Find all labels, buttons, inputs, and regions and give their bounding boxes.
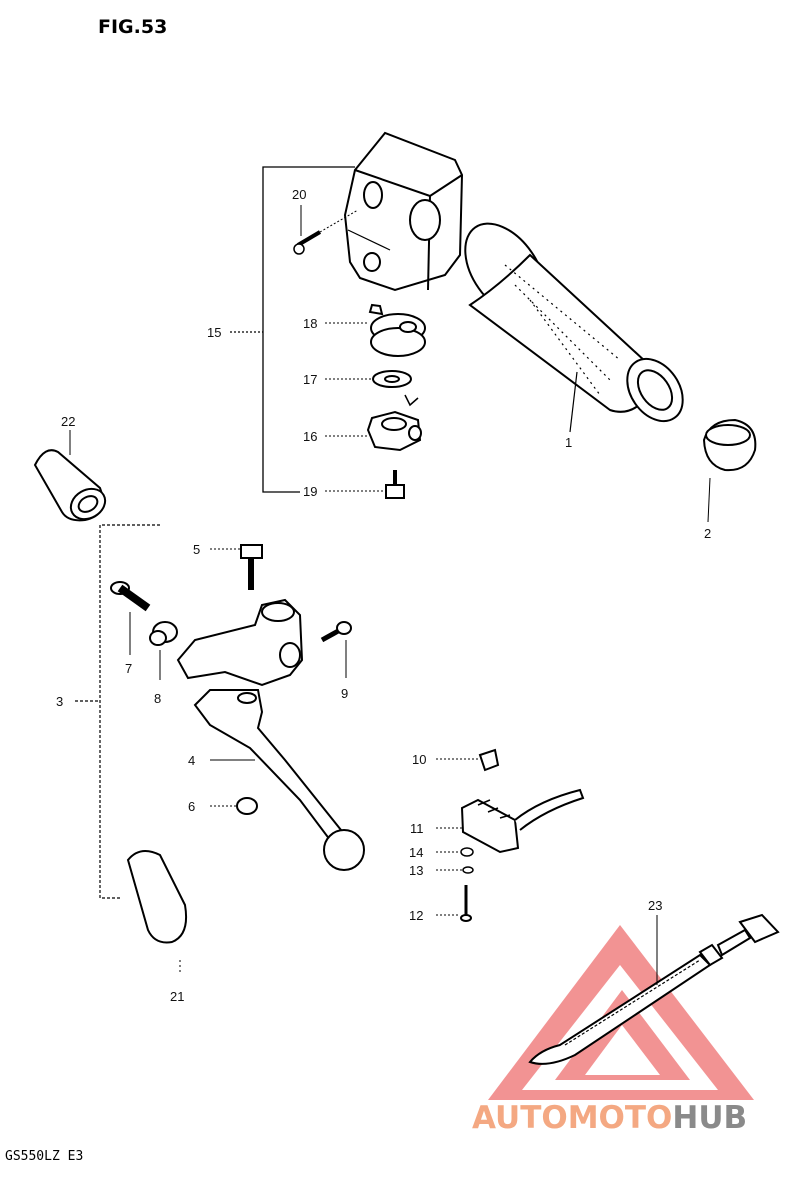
throttle-housing-bracket [230,166,355,493]
part-14-washer [460,847,474,857]
throttle-housing [343,131,464,292]
callout-13: 13 [409,863,423,878]
callout-7: 7 [125,661,132,676]
watermark-text: AUTOMOTOHUB [472,1100,747,1136]
leader-2 [707,477,711,523]
callout-6: 6 [188,799,195,814]
callout-17: 17 [303,372,317,387]
callout-4: 4 [188,753,195,768]
part-23-strap [528,913,780,1065]
callout-23: 23 [648,898,662,913]
callout-5: 5 [193,542,200,557]
part-8-nut [149,621,178,646]
callout-9: 9 [341,686,348,701]
callout-14: 14 [409,845,423,860]
callout-1: 1 [565,435,572,450]
part-13-washer [462,866,474,874]
callout-2: 2 [704,526,711,541]
part-10-screw [478,748,500,772]
part-17-washer [372,370,419,407]
lever-bracket [176,598,304,687]
lever-group-bracket [75,524,160,899]
model-label: GS550LZ E3 [5,1149,83,1164]
callout-15: 15 [207,325,221,340]
callout-18: 18 [303,316,317,331]
part-22-boot [33,449,107,522]
part-18-pulley [368,303,426,357]
part-6-nut [236,797,258,815]
part-9-screw [320,621,352,643]
callout-20: 20 [292,187,306,202]
callout-10: 10 [412,752,426,767]
part-16-guide [366,410,422,452]
callout-3: 3 [56,694,63,709]
leader-1 [569,371,578,433]
callout-22: 22 [61,414,75,429]
callout-19: 19 [303,484,317,499]
callout-21: 21 [170,989,184,1004]
part-19-screw [385,470,405,499]
part-12-screw [460,885,472,922]
callout-16: 16 [303,429,317,444]
callout-12: 12 [409,908,423,923]
part-5-bolt [240,544,263,590]
part-4-lever [193,689,365,871]
figure-title: FIG.53 [98,16,167,38]
callout-11: 11 [410,821,424,836]
part-11-switch [460,788,585,854]
part-21-boot [126,850,188,944]
callout-8: 8 [154,691,161,706]
part-7-bolt [110,581,151,612]
screw-20 [293,209,359,255]
part-1-grip [464,222,684,423]
part-2-end-cap [702,418,757,472]
